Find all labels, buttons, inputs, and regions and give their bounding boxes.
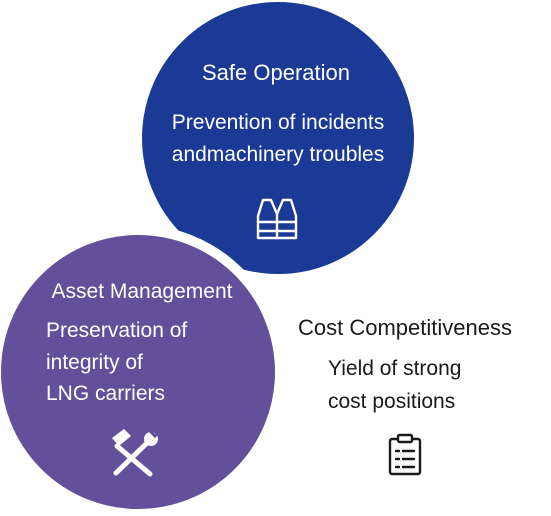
asset-management-line-3: LNG carriers bbox=[46, 382, 165, 405]
hammer-wrench-icon bbox=[112, 428, 161, 477]
cost-competitiveness-title: Cost Competitiveness bbox=[298, 315, 512, 340]
cost-competitiveness-line-2: cost positions bbox=[328, 390, 455, 413]
safe-operation-title: Safe Operation bbox=[202, 60, 350, 85]
cost-competitiveness-line-1: Yield of strong bbox=[328, 357, 461, 380]
asset-management-title: Asset Management bbox=[52, 280, 233, 303]
life-vest-icon bbox=[256, 198, 298, 240]
safe-operation-line-1: Prevention of incidents bbox=[172, 111, 384, 134]
asset-management-line-2: integrity of bbox=[46, 351, 143, 374]
safe-operation-line-2: andmachinery troubles bbox=[172, 143, 384, 166]
cost-competitiveness-circle bbox=[265, 228, 545, 508]
clipboard-checklist-icon bbox=[388, 433, 422, 476]
asset-management-line-1: Preservation of bbox=[46, 319, 187, 342]
safe-operation-circle bbox=[130, 0, 426, 286]
asset-management-circle bbox=[0, 225, 285, 516]
